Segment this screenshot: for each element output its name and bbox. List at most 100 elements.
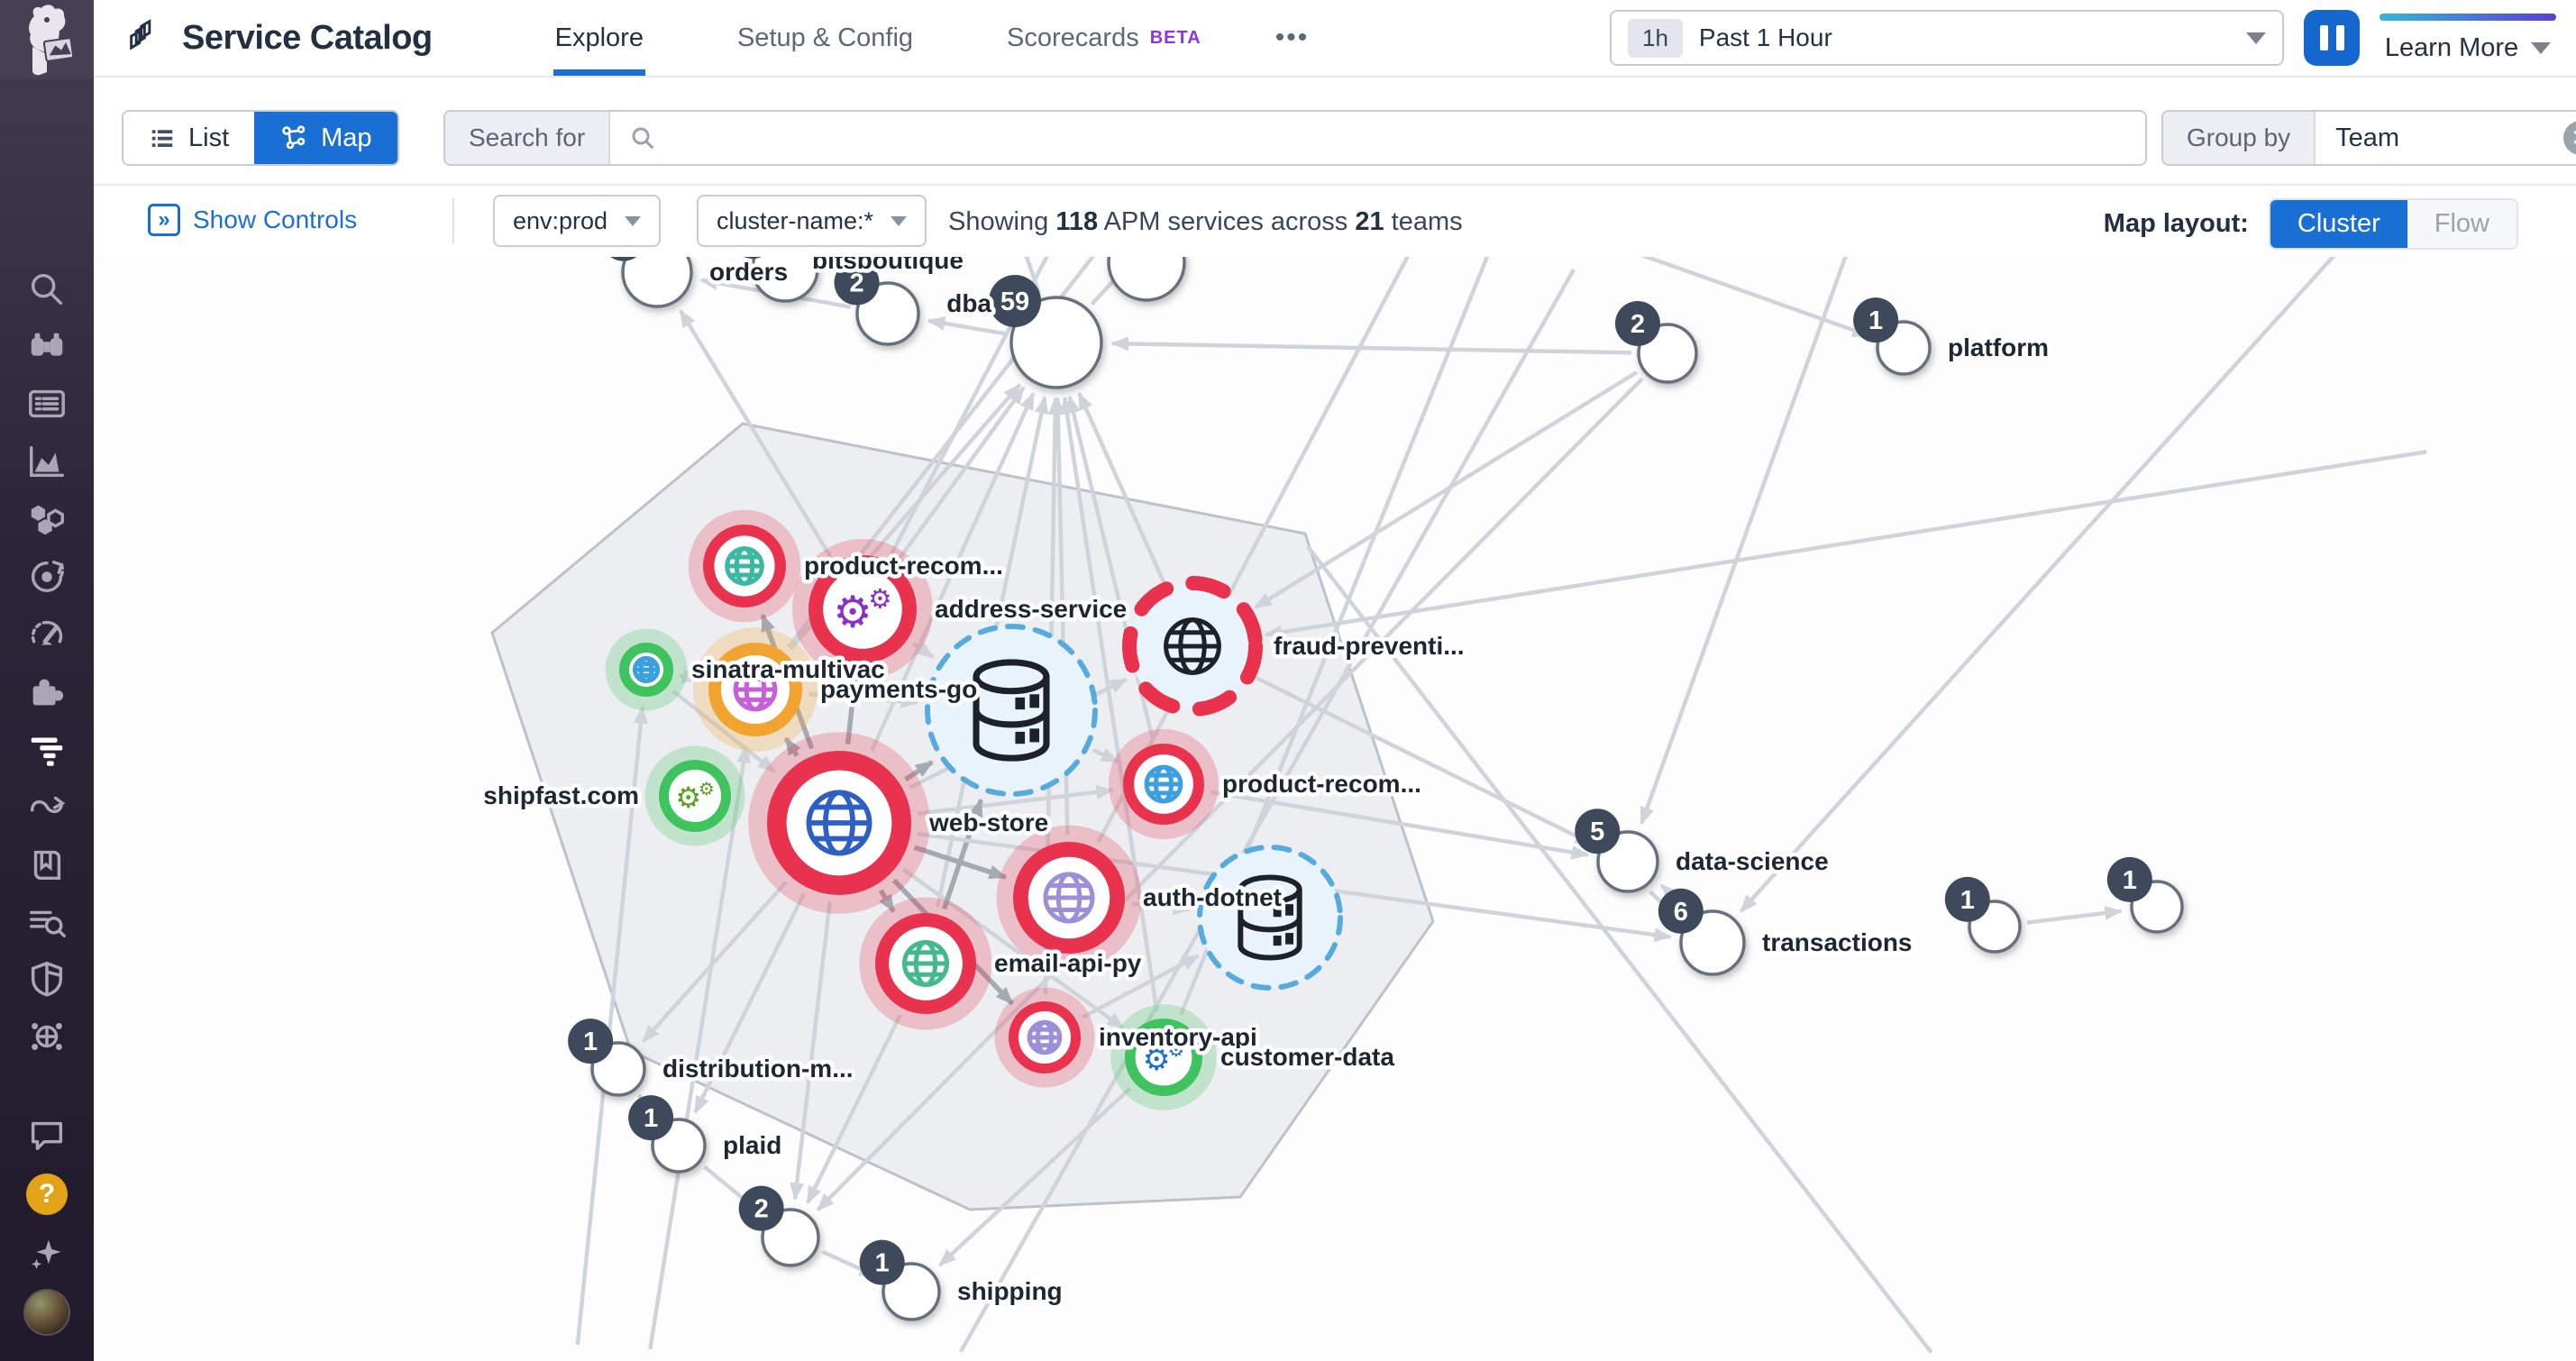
app-header: Service Catalog Explore Setup & Config S… [94,0,2576,78]
show-controls-button[interactable]: » Show Controls [148,204,357,236]
service-node-data-science[interactable]: 5 [1575,808,1659,893]
node-count-badge [1614,300,1660,346]
service-node-top-b[interactable] [730,257,819,303]
list-view-button[interactable]: List [123,112,255,164]
layout-flow-button[interactable]: Flow [2407,200,2517,248]
service-node-customer-data[interactable]: ⚙⚙ [1110,1004,1217,1110]
node-count-value: 5 [1590,818,1604,846]
sidebar-item-network-globe[interactable] [0,1009,94,1064]
service-node-db1[interactable] [925,624,1098,797]
sidebar-item-feedback-chat[interactable] [0,1108,94,1162]
service-dependency-edge [1739,257,2336,913]
sidebar-item-assistant-sparkle[interactable] [0,1225,94,1279]
sidebar-item-log-search[interactable] [0,895,94,949]
sidebar-item-ci-pipelines[interactable] [0,780,94,834]
pause-button[interactable] [2304,10,2360,66]
sidebar-item-integrations[interactable] [0,664,94,718]
tab-scorecards[interactable]: Scorecards BETA [1007,23,1201,52]
node-count-badge [1944,876,1990,922]
sidebar-item-service-catalog[interactable] [0,722,94,776]
user-avatar[interactable] [0,1285,94,1339]
sidebar-item-security-shield[interactable] [0,952,94,1006]
service-node-auth-dotnet[interactable] [996,825,1142,971]
service-dependency-edge [679,669,701,684]
service-node-platform[interactable]: 1 [1853,297,1932,376]
service-node-bitsboutique[interactable]: 2 [834,260,920,346]
env-filter-dropdown[interactable]: env:prod [493,195,661,247]
sidebar-item-watchdog-binoculars[interactable] [0,320,94,374]
service-node-grp2-bottom[interactable]: 2 [738,1185,820,1267]
node-count-badge [738,1185,784,1231]
service-dependency-edge [918,784,1115,816]
service-dependency-edge [648,744,751,1350]
feedback-chat-icon [31,1121,63,1151]
service-node-shipping[interactable]: 1 [859,1239,941,1321]
sidebar-item-metrics[interactable] [0,434,94,489]
tab-explore[interactable]: Explore [508,0,690,76]
service-dependency-edge [878,889,896,913]
service-node-transactions[interactable]: 6 [1658,888,1746,976]
sidebar-item-infrastructure[interactable] [0,492,94,546]
service-node-iso-a[interactable]: 1 [1944,876,2022,954]
help-icon: ? [26,1174,68,1215]
learn-more-label: Learn More [2384,32,2519,62]
layout-cluster-button[interactable]: Cluster [2270,200,2407,248]
map-view-button[interactable]: Map [254,112,397,164]
service-node-orders[interactable] [601,257,693,308]
more-tabs-menu[interactable]: ••• [1274,23,1310,52]
service-node-web-store[interactable] [748,732,930,914]
sidebar-item-dashboards[interactable] [0,377,94,431]
node-count-badge [1575,808,1621,854]
service-node-address-service[interactable]: ⚙⚙ [791,538,934,680]
service-node-fraud[interactable] [1122,576,1263,717]
service-dependency-edge [2026,906,2124,925]
svg-text:⚙: ⚙ [675,781,701,815]
service-dependency-edge [1306,544,1933,1354]
metrics-icon [30,445,64,478]
group-by-control[interactable]: Group by Team ✕ [2161,110,2576,166]
header-tabs: Explore Setup & Config Scorecards BETA •… [508,0,1337,76]
service-label-product-recom-2: product-recom... [1222,770,1421,798]
search-input[interactable] [671,123,2127,152]
service-node-dba[interactable]: 59 [989,275,1103,389]
service-node-sinatra[interactable] [605,628,688,711]
sidebar-item-monitors[interactable] [0,550,94,604]
apm-gauge-icon [31,620,63,645]
service-node-top-c[interactable] [1107,257,1186,302]
service-label-fraud: fraud-preventi... [1274,632,1465,660]
datadog-logo[interactable] [0,0,94,79]
tab-setup-config[interactable]: Setup & Config [736,23,914,52]
service-node-distribution[interactable]: 1 [568,1018,646,1097]
service-node-inventory-api[interactable] [994,987,1095,1088]
node-count-value: 1 [875,1249,890,1278]
clear-group-by-icon[interactable]: ✕ [2563,121,2576,155]
sidebar-item-search[interactable] [0,262,94,316]
sidebar-item-apm-gauge[interactable] [0,607,94,662]
service-node-db2[interactable] [1197,845,1343,991]
service-node-shipfast[interactable]: ⚙⚙ [644,745,745,846]
service-node-product-recom-2[interactable] [1108,728,1219,840]
learn-more-button[interactable]: Learn More [2380,13,2556,63]
sidebar-item-help[interactable]: ? [0,1167,94,1221]
service-dependency-edge [904,760,934,782]
page-title-group: Service Catalog [128,18,433,58]
service-dependency-edge [1264,450,2427,640]
service-node-payments-go[interactable] [692,626,818,753]
map-graph-icon [282,125,306,150]
service-label-dba: dba [946,289,991,317]
service-node-email-api[interactable] [859,897,992,1030]
svg-text:⚙: ⚙ [699,779,715,799]
sidebar-item-notebooks[interactable] [0,837,94,891]
service-node-iso-b[interactable]: 1 [2106,856,2184,934]
service-node-product-recom-1[interactable] [688,509,801,623]
node-count-badge [989,275,1041,327]
service-dependency-edge [902,867,1126,1030]
service-dependency-edge [889,257,1049,556]
time-range-picker[interactable]: 1h Past 1 Hour [1610,10,2284,66]
node-count-value: 1 [583,1028,598,1056]
cluster-filter-dropdown[interactable]: cluster-name:* [697,195,927,247]
service-node-plaid[interactable]: 1 [628,1095,707,1174]
service-node-grp2-top[interactable]: 2 [1614,300,1698,384]
